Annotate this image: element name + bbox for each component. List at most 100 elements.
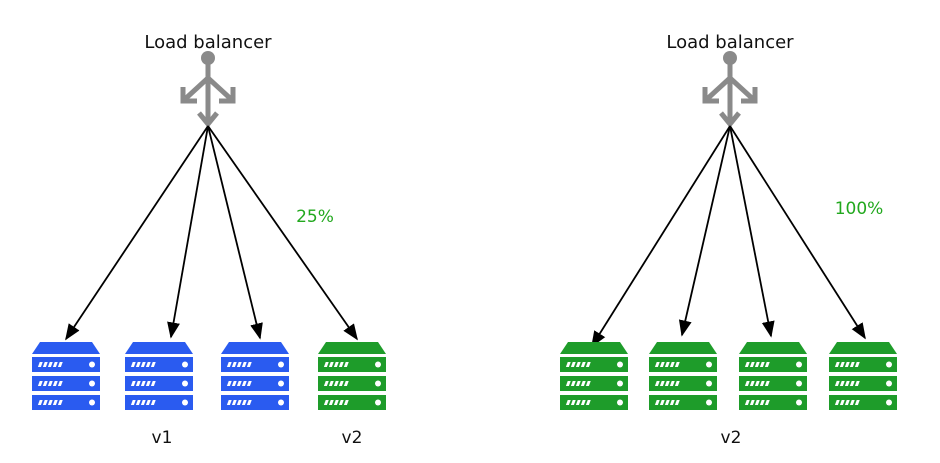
server-cap [125, 342, 193, 354]
server-slot [654, 400, 660, 405]
server-slot [570, 400, 576, 405]
server-slot [839, 381, 845, 386]
server-led [617, 399, 623, 406]
server-slot [854, 362, 860, 367]
server-slot [669, 400, 675, 405]
server-slot [674, 362, 680, 367]
server-unit [318, 395, 386, 410]
server-slot [575, 381, 581, 386]
server-slot [130, 400, 136, 405]
server-slot [585, 381, 591, 386]
left-server-1 [32, 342, 100, 410]
left-server-2 [125, 342, 193, 410]
server-slot [754, 362, 760, 367]
server-slot [834, 400, 840, 405]
server-led [375, 361, 381, 368]
server-cap [829, 342, 897, 354]
server-led [182, 380, 188, 387]
server-slot [659, 362, 665, 367]
server-slot [42, 400, 48, 405]
server-slot [570, 381, 576, 386]
server-slot [130, 381, 136, 386]
server-slot [580, 400, 586, 405]
server-led [278, 380, 284, 387]
server-slot [231, 381, 237, 386]
server-slot [241, 381, 247, 386]
server-slot [328, 362, 334, 367]
server-slot [226, 381, 232, 386]
server-led [796, 361, 802, 368]
server-slot [57, 400, 63, 405]
left-load-balancer-icon [183, 51, 233, 124]
server-slot [323, 400, 329, 405]
server-slot [343, 381, 349, 386]
left-panel: Load balancer 25% v1 v2 [32, 32, 386, 448]
server-slot [565, 362, 571, 367]
left-server-group [32, 342, 386, 410]
server-led [89, 380, 95, 387]
right-server-group [560, 342, 897, 410]
server-slot [664, 400, 670, 405]
server-slot [241, 362, 247, 367]
server-led [182, 399, 188, 406]
server-slot [849, 362, 855, 367]
server-slot [37, 362, 43, 367]
server-slot [140, 400, 146, 405]
server-slot [844, 381, 850, 386]
server-slot [849, 400, 855, 405]
server-slot [150, 381, 156, 386]
server-slot [659, 400, 665, 405]
server-slot [52, 362, 58, 367]
server-slot [135, 362, 141, 367]
right-load-balancer-icon [705, 51, 755, 124]
server-unit [649, 357, 717, 372]
server-slot [323, 362, 329, 367]
right-version-label-v2: v2 [721, 428, 742, 448]
server-slot [246, 400, 252, 405]
left-arrow-1 [65, 125, 209, 341]
server-slot [145, 362, 151, 367]
server-slot [585, 362, 591, 367]
server-cap [739, 342, 807, 354]
server-unit [739, 357, 807, 372]
server-slot [664, 381, 670, 386]
server-slot [333, 362, 339, 367]
server-unit [32, 395, 100, 410]
server-unit [829, 376, 897, 391]
server-led [375, 380, 381, 387]
server-slot [759, 381, 765, 386]
server-slot [37, 400, 43, 405]
server-led [617, 380, 623, 387]
server-slot [236, 381, 242, 386]
server-slot [749, 400, 755, 405]
server-slot [57, 362, 63, 367]
server-slot [140, 381, 146, 386]
server-unit [649, 395, 717, 410]
server-led [89, 399, 95, 406]
server-slot [659, 381, 665, 386]
right-load-balancer-title: Load balancer [666, 32, 794, 53]
server-slot [333, 400, 339, 405]
server-slot [575, 400, 581, 405]
server-slot [246, 362, 252, 367]
server-led [278, 361, 284, 368]
server-unit [125, 395, 193, 410]
server-slot [669, 381, 675, 386]
server-slot [749, 362, 755, 367]
server-slot [52, 400, 58, 405]
left-load-balancer-title: Load balancer [144, 32, 272, 53]
server-slot [338, 400, 344, 405]
right-server-2 [649, 342, 717, 410]
server-slot [42, 362, 48, 367]
server-slot [226, 362, 232, 367]
server-led [706, 361, 712, 368]
server-slot [854, 381, 860, 386]
server-slot [52, 381, 58, 386]
server-led [89, 361, 95, 368]
server-slot [854, 400, 860, 405]
server-unit [221, 395, 289, 410]
server-slot [135, 381, 141, 386]
server-slot [839, 362, 845, 367]
left-percentage-label: 25% [296, 207, 334, 227]
server-unit [221, 357, 289, 372]
